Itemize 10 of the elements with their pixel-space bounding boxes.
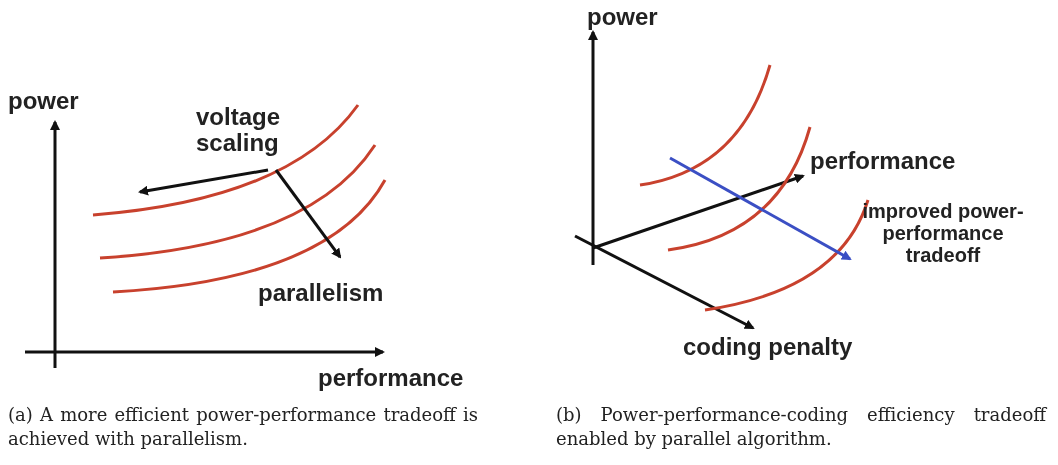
axis-label: performance bbox=[810, 148, 956, 175]
arrow-label: voltage scaling bbox=[196, 104, 282, 157]
arrow-label: improved power-performance tradeoff bbox=[861, 200, 1025, 266]
axis-label: performance bbox=[318, 365, 464, 392]
axis-label: power bbox=[8, 88, 79, 115]
axis-label: coding penalty bbox=[683, 334, 853, 361]
arrow-label: parallelism bbox=[258, 280, 384, 307]
caption: (b) Power-performance-coding efficiency tradeoff enabled by parallel algorithm. bbox=[556, 403, 1046, 452]
axis-label: power bbox=[587, 4, 658, 31]
caption: (a) A more efficient power-performance tradeoff is achieved with parallelism. bbox=[8, 403, 478, 452]
